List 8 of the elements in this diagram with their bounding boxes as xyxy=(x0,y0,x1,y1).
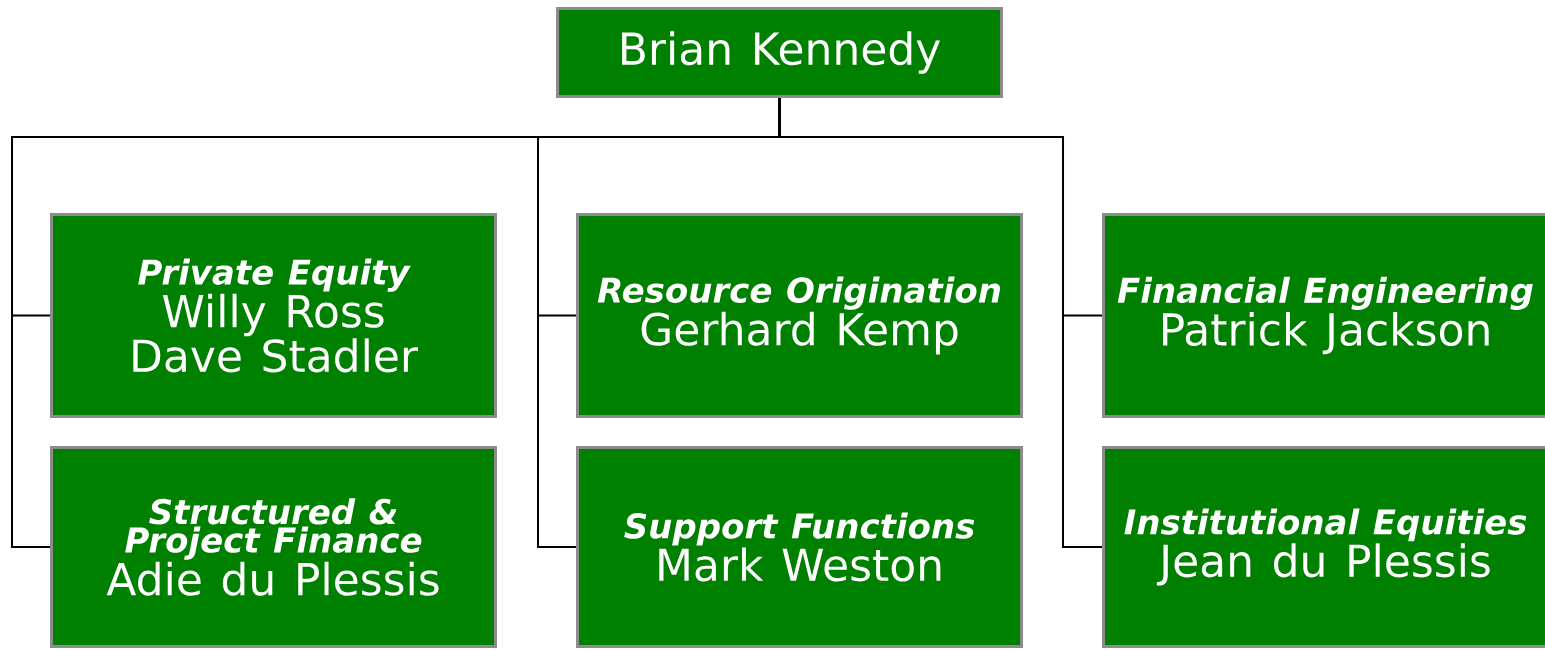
connector xyxy=(778,97,1103,548)
org-box: Institutional Equities Jean du Plessis xyxy=(1102,446,1545,648)
org-box: Brian Kennedy xyxy=(556,7,1003,98)
org-box: Structured & Project Finance Adie du Plessis xyxy=(50,446,497,648)
org-box: Private Equity Willy Ross Dave Stadler xyxy=(50,213,497,418)
org-box: Support Functions Mark Weston xyxy=(576,446,1023,648)
org-box: Financial Engineering Patrick Jackson xyxy=(1102,213,1545,418)
org-box: Resource Origination Gerhard Kemp xyxy=(576,213,1023,418)
